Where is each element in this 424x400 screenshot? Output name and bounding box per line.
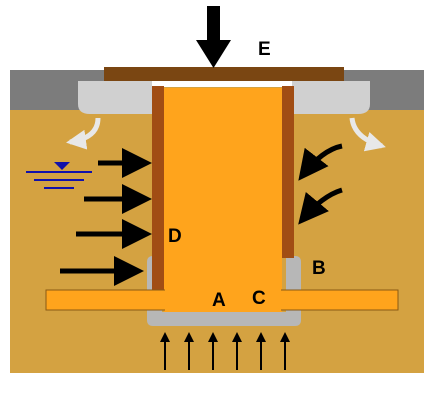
label-b: B — [312, 258, 326, 279]
curved-arrow-icon — [298, 143, 343, 181]
water-table-icon — [26, 162, 92, 189]
curved-arrow-icon — [298, 187, 343, 225]
label-d: D — [168, 226, 182, 247]
label-e: E — [258, 39, 271, 60]
cap-gap — [152, 81, 292, 87]
seepage-right-icon — [349, 117, 386, 152]
collar-right — [292, 81, 370, 114]
earth-pressure-left-arrows — [60, 148, 152, 286]
seepage-left-icon — [66, 117, 101, 150]
pile-core — [164, 88, 282, 312]
uplift-arrows — [160, 332, 290, 370]
cap-plate — [104, 67, 344, 81]
label-a: A — [212, 290, 226, 311]
label-c: C — [252, 288, 266, 309]
pile-wall-right — [282, 86, 294, 258]
collar-left — [78, 81, 152, 114]
earth-pressure-right-arrows — [298, 143, 343, 225]
footing-core-overlay — [165, 289, 281, 311]
load-arrow-icon — [196, 6, 231, 68]
pile-wall-left — [152, 86, 164, 290]
